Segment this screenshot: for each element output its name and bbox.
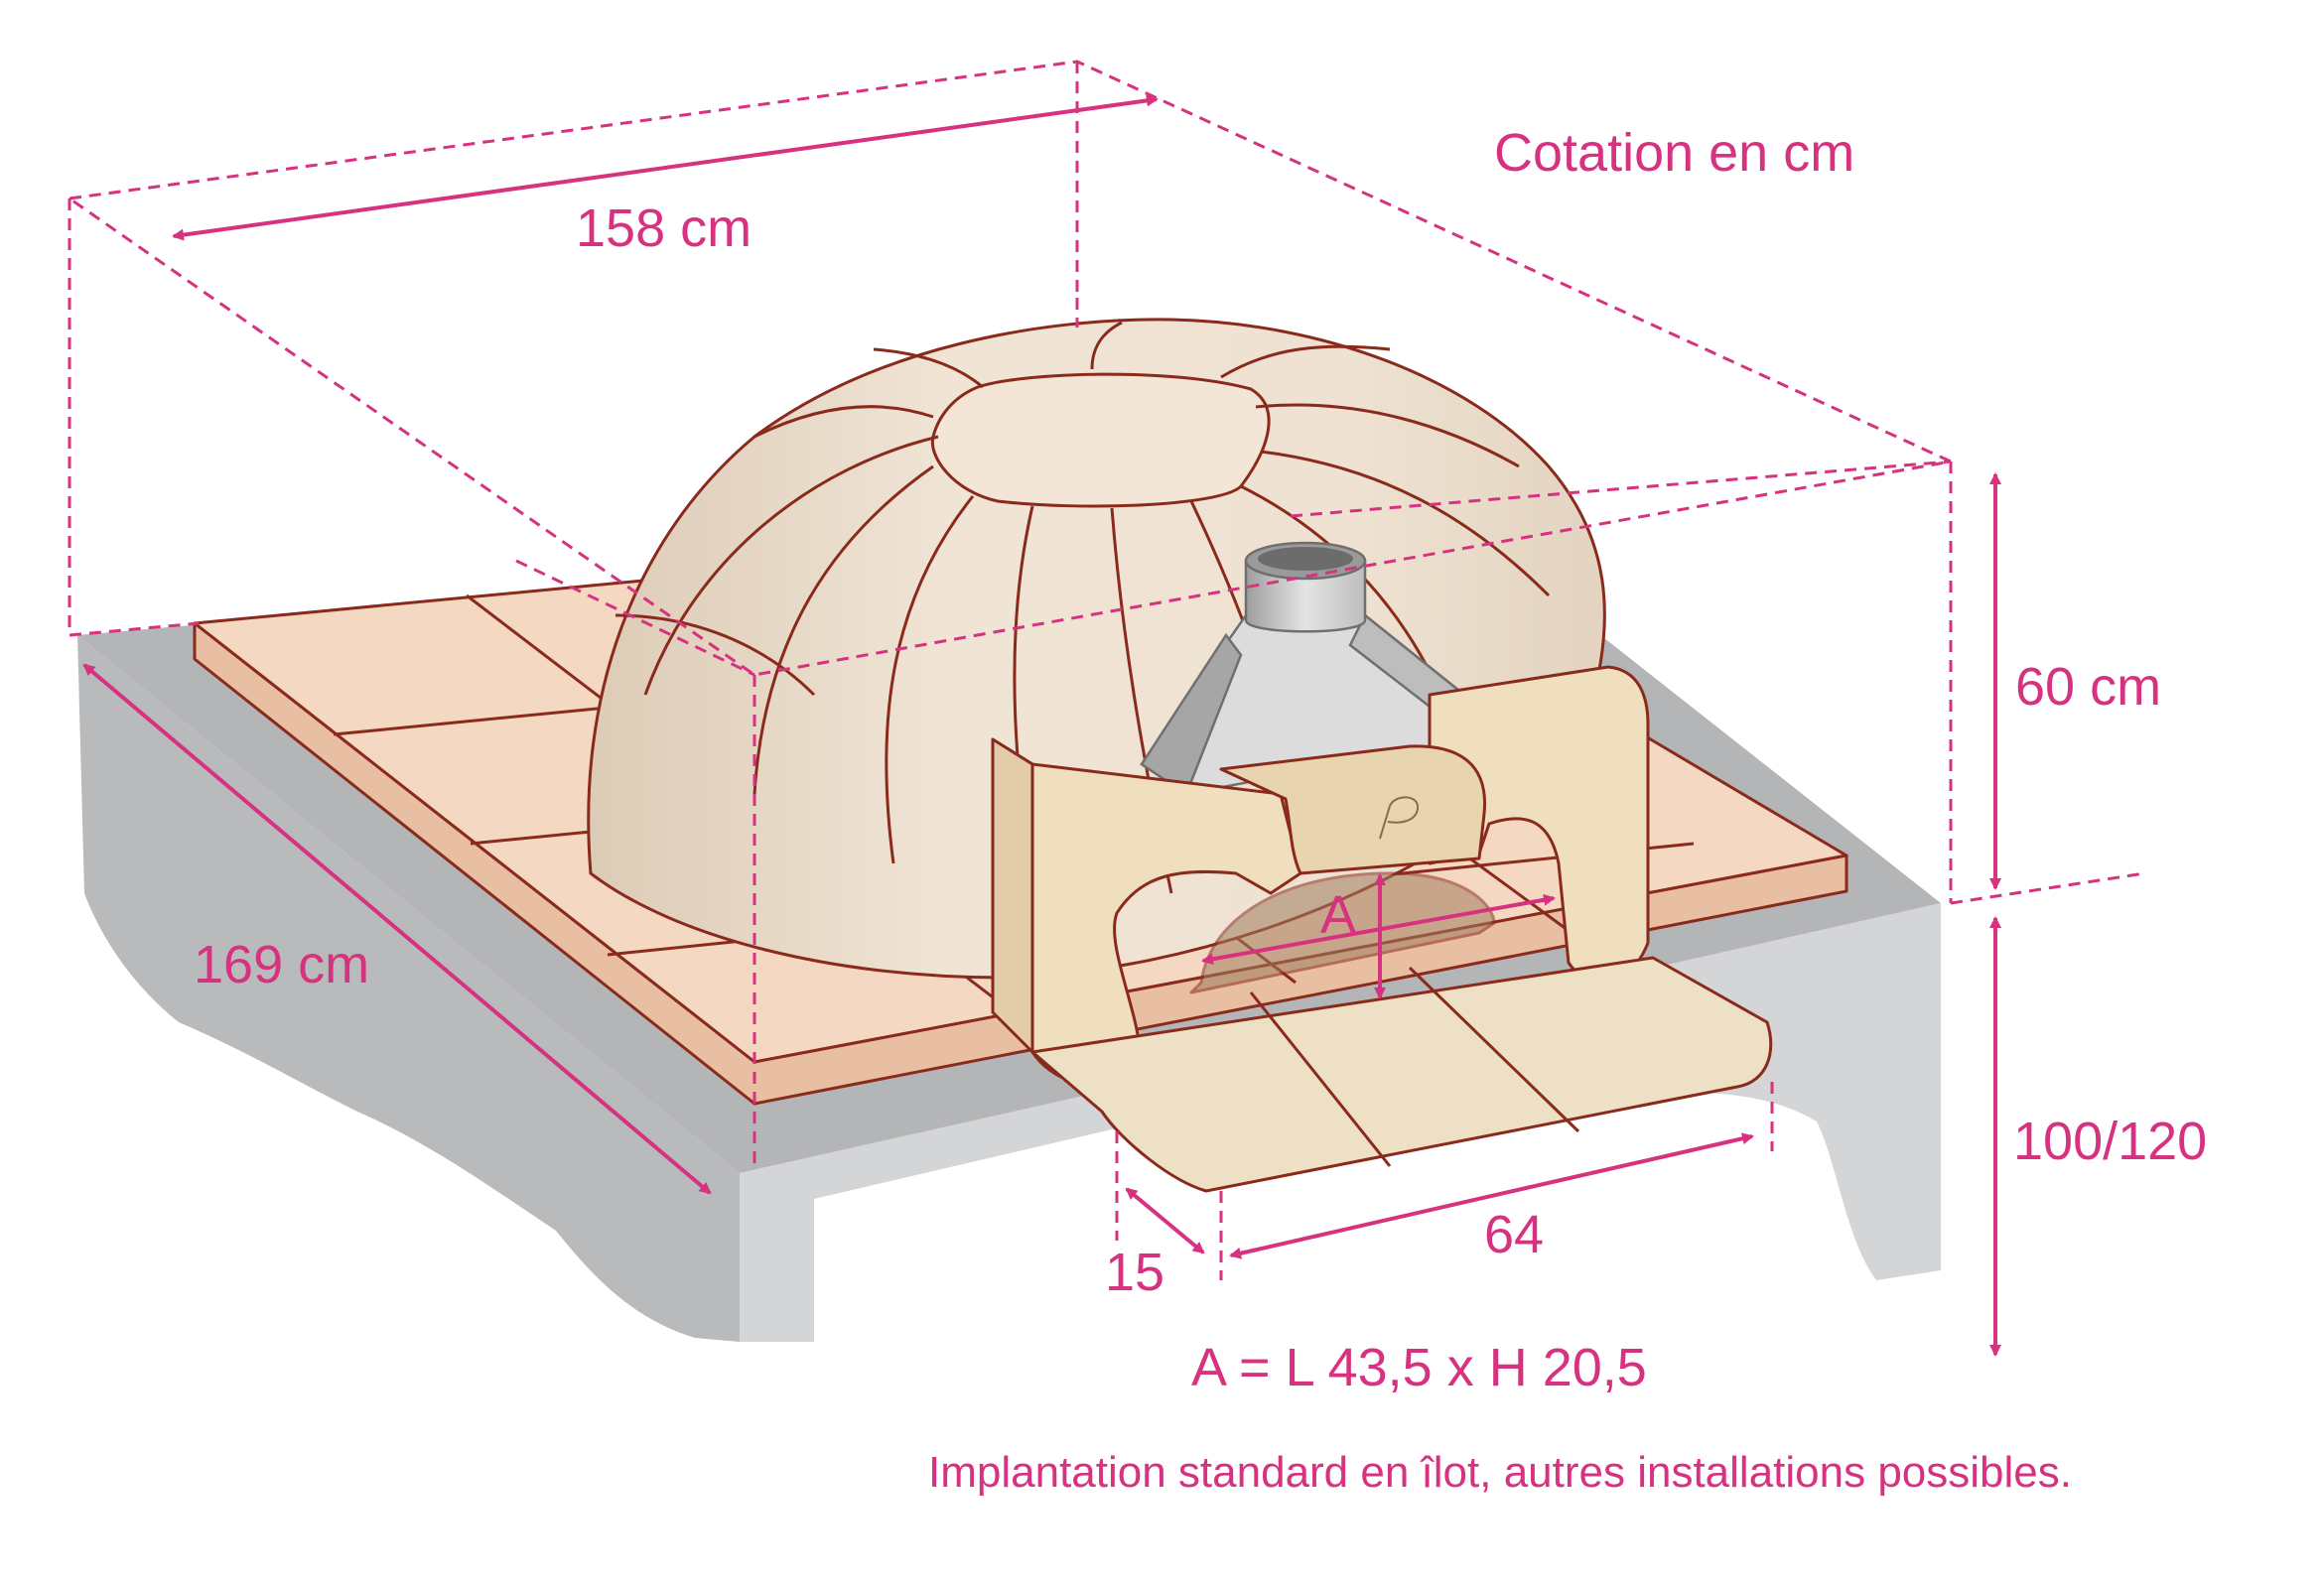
base-right-face — [740, 903, 1941, 1342]
width-arrow — [82, 663, 712, 1195]
front-depth-label: 15 — [1105, 1243, 1164, 1302]
depth-arrow — [172, 94, 1159, 241]
depth-length-label: 158 cm — [576, 198, 752, 258]
entrance-floor — [1030, 956, 1773, 1193]
front-width-arrow — [1229, 1132, 1754, 1259]
dome-top-cap — [930, 372, 1271, 508]
dome-height-label: 60 cm — [2015, 657, 2161, 717]
base-height-label: 100/120 — [2013, 1112, 2207, 1171]
chimney-pipe — [1244, 559, 1367, 633]
units-note: Cotation en cm — [1494, 123, 1854, 183]
opening-spec-label: A = L 43,5 x H 20,5 — [1191, 1338, 1647, 1397]
front-width-label: 64 — [1484, 1205, 1544, 1264]
width-length-label: 169 cm — [194, 935, 369, 994]
footer-note: Implantation standard en îlot, autres in… — [928, 1448, 2072, 1497]
front-depth-arrow — [1125, 1187, 1205, 1254]
opening-marker-label: A — [1320, 885, 1356, 945]
dimension-arrows — [82, 94, 2001, 1357]
entrance-lintel — [1219, 744, 1487, 875]
p-logo-icon — [1379, 796, 1420, 840]
entrance-left-side — [991, 737, 1034, 1054]
